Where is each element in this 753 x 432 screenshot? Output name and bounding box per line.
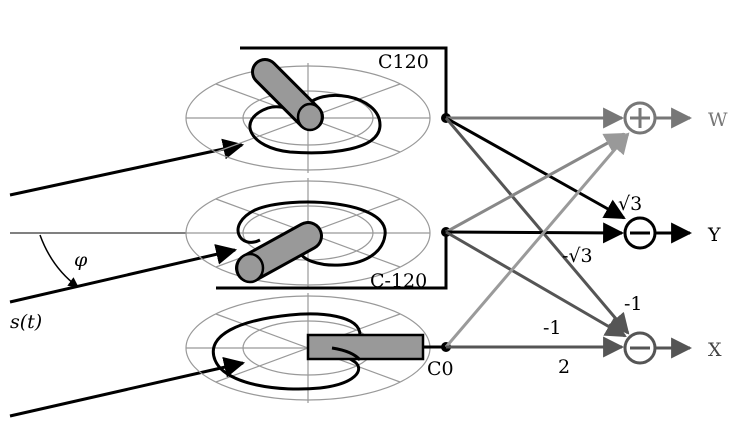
- capsule-c0: C0: [185, 292, 454, 404]
- sum-node-w: W: [623, 101, 728, 135]
- gain-c-120-x: -1: [543, 317, 562, 339]
- capsule-c-120: C-120: [185, 177, 448, 292]
- sum-node-x: X: [623, 331, 722, 365]
- capsule-c120: C120: [185, 46, 448, 174]
- angle-label: φ: [74, 249, 88, 271]
- output-label-y: Y: [707, 224, 721, 246]
- gain-c120-y: √3: [618, 193, 642, 215]
- line-c120-y: [445, 116, 626, 220]
- line-c-120-x: [445, 230, 627, 338]
- line-c-120-y: [445, 222, 625, 244]
- input-arrow-top: [9, 138, 245, 197]
- angle-arc: [39, 234, 79, 288]
- capsule-label-c-120: C-120: [370, 270, 427, 292]
- capsule-label-c0: C0: [427, 358, 454, 380]
- line-c-120-w: [445, 132, 626, 234]
- gain-c0-x: 2: [558, 356, 570, 378]
- gain-c120-x: -1: [624, 293, 643, 315]
- gain-c-120-y: -√3: [562, 245, 593, 267]
- signal-label: s(t): [10, 311, 42, 333]
- capsule-label-c120: C120: [378, 51, 429, 73]
- input-arrow-middle: [9, 244, 238, 304]
- output-label-x: X: [708, 339, 722, 361]
- input-arrow-bottom: [9, 356, 246, 418]
- output-label-w: W: [708, 109, 728, 131]
- sum-node-y: Y: [623, 216, 721, 250]
- line-c0-w: [444, 132, 630, 348]
- line-c120-x: [444, 117, 630, 335]
